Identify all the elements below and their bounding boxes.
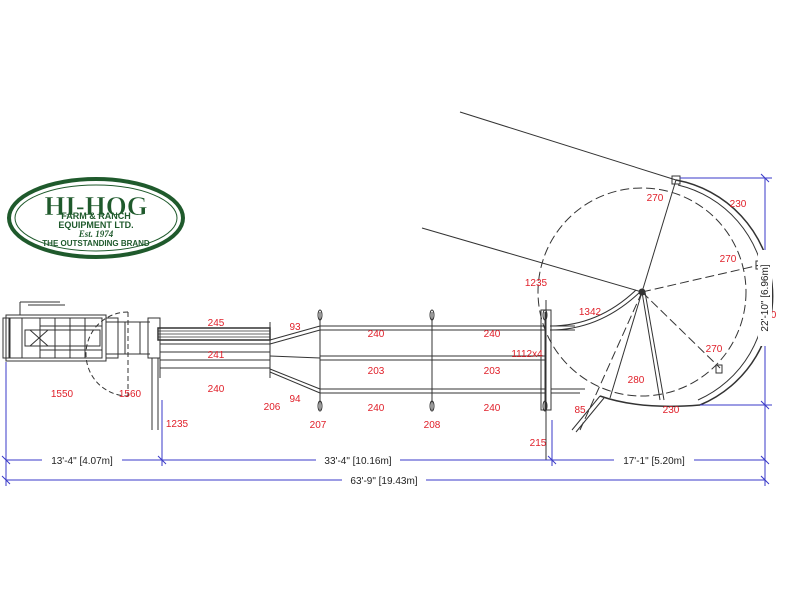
part-label-208: 208 [424,420,441,431]
part-label-215: 215 [530,438,547,449]
drawing-linework [1,111,774,486]
part-label-230: 230 [730,199,747,210]
logo-line2: EQUIPMENT LTD. [58,220,133,230]
part-labels: 1550 1560 1235 245 241 240 93 94 206 207 240 240 203… [51,193,777,449]
dim-right-section: 17'-1" [5.20m] [623,456,685,467]
part-label-1112x4: 1112x4 [511,349,543,360]
part-label-270: 270 [720,254,737,265]
part-label-230: 230 [663,405,680,416]
palpation-gate [85,311,161,430]
long-alley [317,309,548,412]
part-label-240: 240 [484,403,501,414]
logo-tagline: THE OUTSTANDING BRAND [42,239,150,248]
dim-left-section: 13'-4" [4.07m] [51,456,113,467]
part-label-280: 280 [628,375,645,386]
funnel-section [269,325,321,394]
logo-est: Est. 1974 [78,229,114,239]
part-label-240: 240 [484,329,501,340]
dim-width: 22'-10" [6.96m] [760,264,771,331]
dimension-texts: 13'-4" [4.07m] 33'-4" [10.16m] 17'-1" [5… [42,250,772,487]
part-label-270: 270 [706,344,723,355]
length-dimension-lines [1,362,770,486]
logo-line1: FARM & RANCH [61,211,131,221]
part-label-240: 240 [368,403,385,414]
part-label-93: 93 [289,322,301,333]
dim-middle-section: 33'-4" [10.16m] [324,456,391,467]
logo-title: HI-HOG [44,191,148,221]
dim-overall-length: 63'-9" [19.43m] [350,476,417,487]
part-label-245: 245 [208,318,225,329]
part-label-241: 241 [208,350,225,361]
part-label-207: 207 [310,420,327,431]
crowding-tub [421,111,774,433]
logo-inner-ellipse [14,184,178,252]
part-label-270: 270 [647,193,664,204]
part-label-203: 203 [484,366,501,377]
part-label-240: 240 [368,329,385,340]
part-label-94: 94 [289,394,301,405]
hi-hog-logo: HI-HOG FARM & RANCH EQUIPMENT LTD. Est. … [7,177,185,259]
part-label-240: 240 [208,384,225,395]
logo-outer-ellipse [7,177,185,259]
part-label-203: 203 [368,366,385,377]
part-label-1235: 1235 [166,419,189,430]
part-label-1560: 1560 [119,389,142,400]
part-label-1235: 1235 [525,278,548,289]
part-label-1342: 1342 [579,307,602,318]
part-label-85: 85 [574,405,586,416]
sorting-pen [540,300,585,460]
part-label-1550: 1550 [51,389,74,400]
alley-section [157,322,271,378]
part-label-206: 206 [264,402,281,413]
